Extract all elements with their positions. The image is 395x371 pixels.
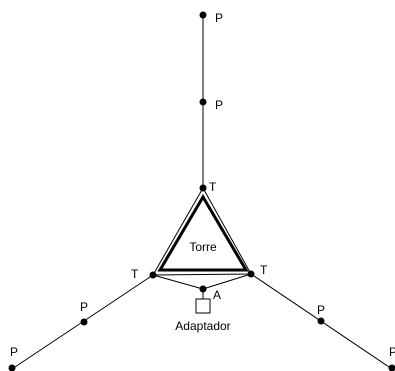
node-p-right-1 <box>317 317 325 325</box>
node-p-top-1 <box>199 11 207 19</box>
label-t-left: T <box>131 267 139 281</box>
label-p-top-2: P <box>215 98 223 112</box>
label-t-top: T <box>209 180 217 194</box>
label-p-right-1: P <box>317 303 325 317</box>
label-p-top-1: P <box>215 11 223 25</box>
node-t-top <box>199 184 207 192</box>
node-p-top-2 <box>199 98 207 106</box>
adapter-label: Adaptador <box>175 319 230 333</box>
adapter-link-right <box>202 273 252 290</box>
node-t-left <box>149 271 157 279</box>
label-a: A <box>213 288 221 302</box>
label-t-right: T <box>260 263 268 277</box>
label-p-right-2: P <box>389 345 395 359</box>
node-p-right-2 <box>388 364 395 371</box>
tower-label: Torre <box>189 240 217 254</box>
node-p-left-2 <box>8 364 16 371</box>
adapter-box <box>195 298 211 314</box>
label-p-left-2: P <box>10 345 18 359</box>
node-t-right <box>247 270 255 278</box>
adapter-link-left <box>152 274 204 290</box>
node-a <box>199 285 207 293</box>
tower-body <box>157 194 249 272</box>
label-p-left-1: P <box>80 300 88 314</box>
node-p-left-1 <box>80 318 88 326</box>
tower-outline <box>152 186 252 276</box>
